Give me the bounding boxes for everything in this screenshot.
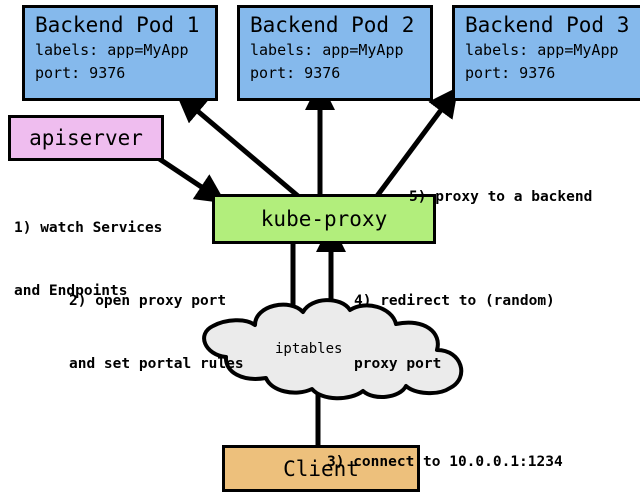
arrow-apiserver-to-kubeproxy bbox=[156, 155, 226, 204]
step-4-line-1: 4) redirect to (random) bbox=[354, 293, 555, 309]
backend-pod-2[interactable]: Backend Pod 2 labels: app=MyApp port: 93… bbox=[237, 5, 433, 101]
kube-proxy-label: kube-proxy bbox=[260, 207, 388, 231]
pod-labels: labels: app=MyApp bbox=[465, 41, 619, 59]
step-4-line-2: proxy port bbox=[354, 356, 442, 372]
arrow-kubeproxy-to-pod3 bbox=[374, 86, 459, 198]
step-5-label: 5) proxy to a backend bbox=[409, 145, 592, 250]
pod-labels: labels: app=MyApp bbox=[35, 41, 189, 59]
backend-pod-1[interactable]: Backend Pod 1 labels: app=MyApp port: 93… bbox=[22, 5, 218, 101]
arrow-kubeproxy-to-pod1 bbox=[175, 92, 300, 198]
apiserver-label: apiserver bbox=[29, 126, 143, 150]
step-2-label: 2) open proxy port and set portal rules bbox=[69, 249, 244, 417]
client-label: Client bbox=[283, 456, 359, 481]
step-3-line-1: 3) connect to 10.0.0.1:1234 bbox=[327, 454, 563, 470]
pod-title: Backend Pod 3 bbox=[465, 13, 630, 37]
pod-port: port: 9376 bbox=[250, 64, 341, 82]
iptables-label: iptables bbox=[275, 341, 343, 357]
step-1-line-1: 1) watch Services bbox=[14, 220, 163, 236]
pod-title: Backend Pod 1 bbox=[35, 13, 200, 37]
step-1-line-2: and Endpoints bbox=[14, 283, 128, 299]
step-5-line-1: 5) proxy to a backend bbox=[409, 189, 593, 205]
pod-labels: labels: app=MyApp bbox=[250, 41, 404, 59]
client-node[interactable]: Client bbox=[222, 445, 420, 492]
apiserver-node[interactable]: apiserver bbox=[8, 115, 164, 161]
backend-pod-3[interactable]: Backend Pod 3 labels: app=MyApp port: 93… bbox=[452, 5, 640, 101]
step-2-line-1: 2) open proxy port bbox=[69, 293, 227, 309]
pod-port: port: 9376 bbox=[465, 64, 556, 82]
step-1-label: 1) watch Services and Endpoints bbox=[14, 176, 162, 344]
step-3-label: 3) connect to 10.0.0.1:1234 bbox=[327, 410, 563, 494]
pod-title: Backend Pod 2 bbox=[250, 13, 415, 37]
step-2-line-2: and set portal rules bbox=[69, 356, 244, 372]
kube-proxy-node[interactable]: kube-proxy bbox=[212, 194, 436, 244]
pod-port: port: 9376 bbox=[35, 64, 126, 82]
step-4-label: 4) redirect to (random) proxy port bbox=[354, 249, 555, 417]
